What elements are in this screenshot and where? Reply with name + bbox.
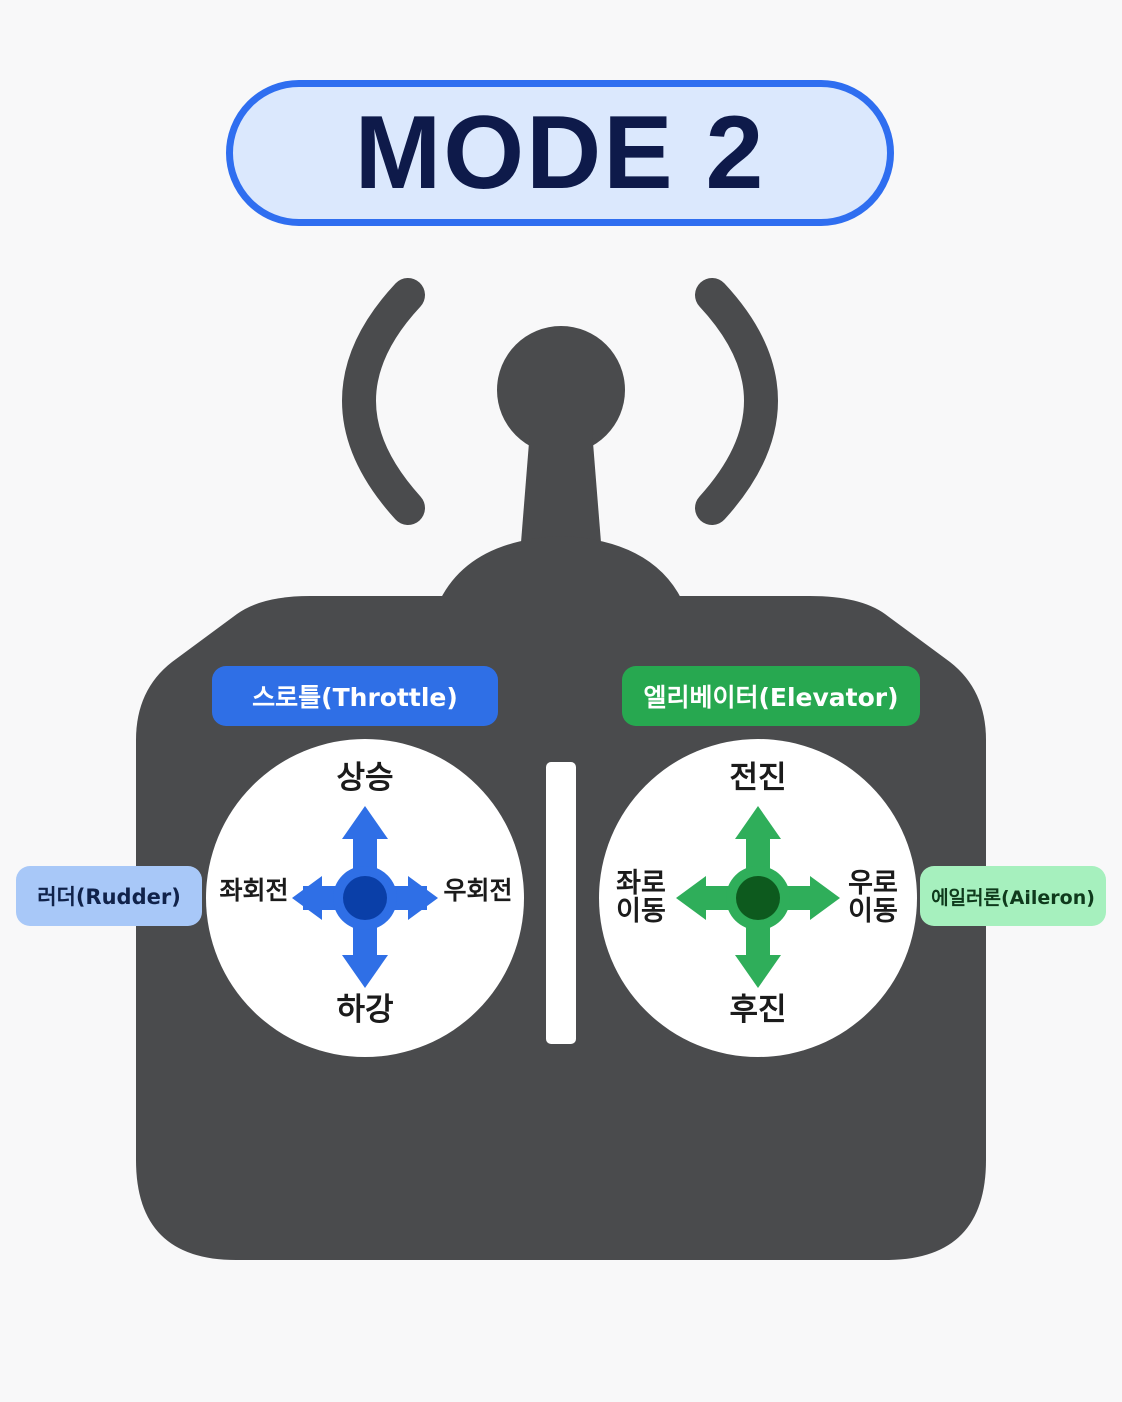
aileron-label: 에일러론(Aileron) <box>920 866 1106 926</box>
right-left-label-line2: 이동 <box>616 896 666 928</box>
left-left-label: 좌회전 <box>219 876 289 905</box>
right-right-label-line1: 우로 <box>848 868 898 899</box>
throttle-label: 스로틀(Throttle) <box>212 666 498 726</box>
right-right-label: 우로 이동 <box>838 868 908 928</box>
four-way-arrow-icon <box>292 806 438 988</box>
left-down-label: 하강 <box>336 992 394 1028</box>
right-up-label: 전진 <box>729 760 787 796</box>
four-way-arrow-icon <box>676 806 840 988</box>
mode-title: MODE 2 <box>354 95 766 211</box>
left-right-label: 우회전 <box>443 876 513 905</box>
left-up-label: 상승 <box>336 760 394 796</box>
mode-badge: MODE 2 <box>226 80 894 226</box>
right-down-label: 후진 <box>729 992 787 1028</box>
right-left-label: 좌로 이동 <box>606 868 676 928</box>
rudder-label: 러더(Rudder) <box>16 866 202 926</box>
signal-wave-right-icon <box>695 278 778 525</box>
elevator-label: 엘리베이터(Elevator) <box>622 666 920 726</box>
right-left-label-line1: 좌로 <box>616 868 666 899</box>
center-divider <box>546 762 576 1044</box>
signal-wave-left-icon <box>342 278 425 525</box>
right-right-label-line2: 이동 <box>848 896 898 928</box>
